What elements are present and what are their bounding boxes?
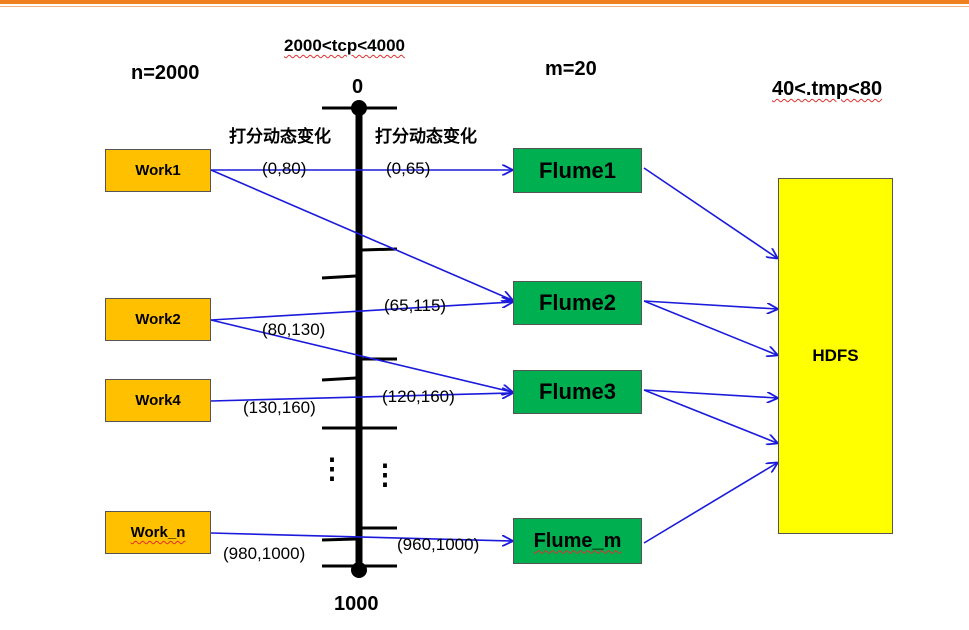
- right-tick: [361, 247, 398, 252]
- n-label: n=2000: [131, 62, 200, 84]
- flume-range-label: (65,115): [384, 296, 447, 315]
- worker-box-work1: Work1: [105, 149, 211, 192]
- flume-box-flume3: Flume3: [513, 370, 642, 414]
- arrow-work1-flume2: [210, 169, 512, 300]
- flume-box-flume2: Flume2: [513, 281, 642, 325]
- m-label: m=20: [545, 58, 597, 80]
- arrow-work2-flume3: [210, 319, 512, 392]
- arrow-flume1-hdfs: [643, 167, 777, 258]
- arrow-workn-flumem: [210, 532, 512, 541]
- arrow-flume2-hdfs-b: [643, 300, 777, 355]
- arrow-flume2-hdfs: [643, 300, 777, 309]
- hdfs-box: HDFS: [778, 178, 893, 534]
- arrow-work4-flume3: [210, 393, 512, 402]
- left-tick: [321, 537, 357, 542]
- tcp-range-label: 2000<tcp<4000: [284, 36, 405, 55]
- flume-range-label: (120,160): [382, 387, 455, 406]
- arrow-flume3-hdfs: [643, 389, 777, 398]
- flume-box-flume1: Flume1: [513, 148, 642, 193]
- worker-range-label: (80,130): [262, 320, 326, 339]
- worker-range-label: (980,1000): [223, 544, 306, 563]
- right-ellipsis: ⋮: [371, 459, 399, 490]
- arrow-flumem-hdfs: [643, 463, 777, 544]
- axis-top-value: 0: [352, 76, 364, 98]
- worker-range-label: (130,160): [243, 398, 316, 417]
- flume-range-label: (960,1000): [397, 535, 480, 554]
- worker-box-work2: Work2: [105, 298, 211, 341]
- worker-box-workn: Work_n: [105, 511, 211, 554]
- arrow-work2-flume2: [210, 302, 512, 321]
- tmp-range-label: 40<.tmp<80: [772, 78, 883, 100]
- flume-box-flumem: Flume_m: [513, 518, 642, 564]
- top-accent-bar: [0, 0, 969, 4]
- right-score-caption: 打分动态变化: [375, 127, 477, 146]
- left-tick: [321, 376, 357, 382]
- worker-range-label: (0,80): [262, 159, 307, 178]
- scale-bottom-dot: [351, 562, 367, 578]
- left-score-caption: 打分动态变化: [229, 127, 331, 146]
- arrow-flume3-hdfs-b: [643, 389, 777, 443]
- left-ellipsis: ⋮: [318, 453, 346, 484]
- left-tick: [321, 274, 357, 280]
- axis-bottom-value: 1000: [334, 593, 379, 615]
- flume-range-label: (0,65): [386, 159, 431, 178]
- worker-box-work4: Work4: [105, 379, 211, 422]
- top-accent-line: [0, 6, 969, 7]
